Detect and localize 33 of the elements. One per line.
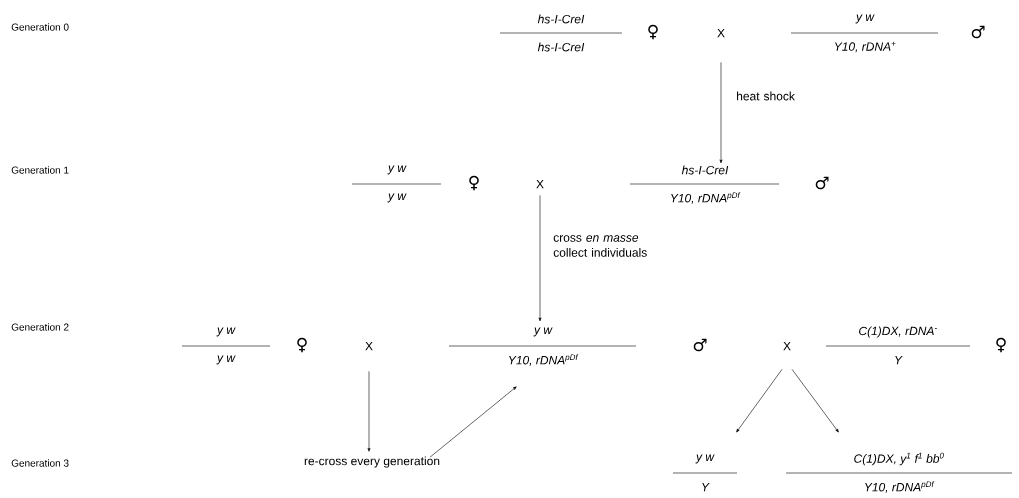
arrow bbox=[429, 386, 517, 458]
genotype-fraction: hs-I-CreI hs-I-CreI bbox=[499, 14, 623, 52]
genotype-fraction: y w y w bbox=[351, 165, 442, 203]
generation-label: Generation 2 bbox=[11, 323, 69, 331]
sex-symbol: ♂ bbox=[971, 25, 985, 39]
edge-label: cross en masse collect individuals bbox=[553, 235, 647, 257]
generation-label: Generation 1 bbox=[11, 166, 69, 174]
genotype-fraction: hs-I-CreI Y10, rDNA$^{pDf}$ bbox=[629, 165, 780, 204]
sex-symbol: ♀ bbox=[297, 337, 307, 353]
arrow bbox=[736, 369, 783, 433]
cross-symbol: X bbox=[783, 341, 791, 351]
arrow bbox=[367, 371, 371, 452]
arrow bbox=[791, 369, 839, 433]
genotype-fraction: C(1)DX, y$^{1}$ f$^{1}$ bb$^{0}$ Y10, rDNA$^{pDf}$ bbox=[785, 452, 1013, 493]
edge-label: heat shock bbox=[737, 91, 795, 101]
genotype-fraction: y w Y bbox=[672, 454, 738, 492]
note-text: re-cross every generation bbox=[304, 456, 440, 468]
sex-symbol: ♂ bbox=[815, 176, 829, 190]
arrow bbox=[719, 62, 723, 164]
generation-label: Generation 3 bbox=[11, 459, 69, 467]
cross-symbol: X bbox=[365, 341, 373, 351]
genotype-fraction: y w Y10, rDNA$^{pDf}$ bbox=[448, 327, 637, 366]
sex-symbol: ♀ bbox=[648, 24, 658, 40]
sex-symbol: ♂ bbox=[693, 338, 707, 352]
cross-symbol: X bbox=[536, 179, 544, 189]
generation-label: Generation 0 bbox=[11, 23, 69, 31]
cross-symbol: X bbox=[717, 28, 725, 38]
genotype-fraction: y w y w bbox=[181, 327, 271, 365]
genotype-fraction: C(1)DX, rDNA$^{-}$ Y bbox=[825, 326, 971, 365]
sex-symbol: ♀ bbox=[469, 175, 479, 191]
sex-symbol: ♀ bbox=[996, 337, 1006, 353]
genotype-fraction: y w Y10, rDNA$^{+}$ bbox=[790, 14, 939, 53]
arrow bbox=[538, 195, 542, 322]
